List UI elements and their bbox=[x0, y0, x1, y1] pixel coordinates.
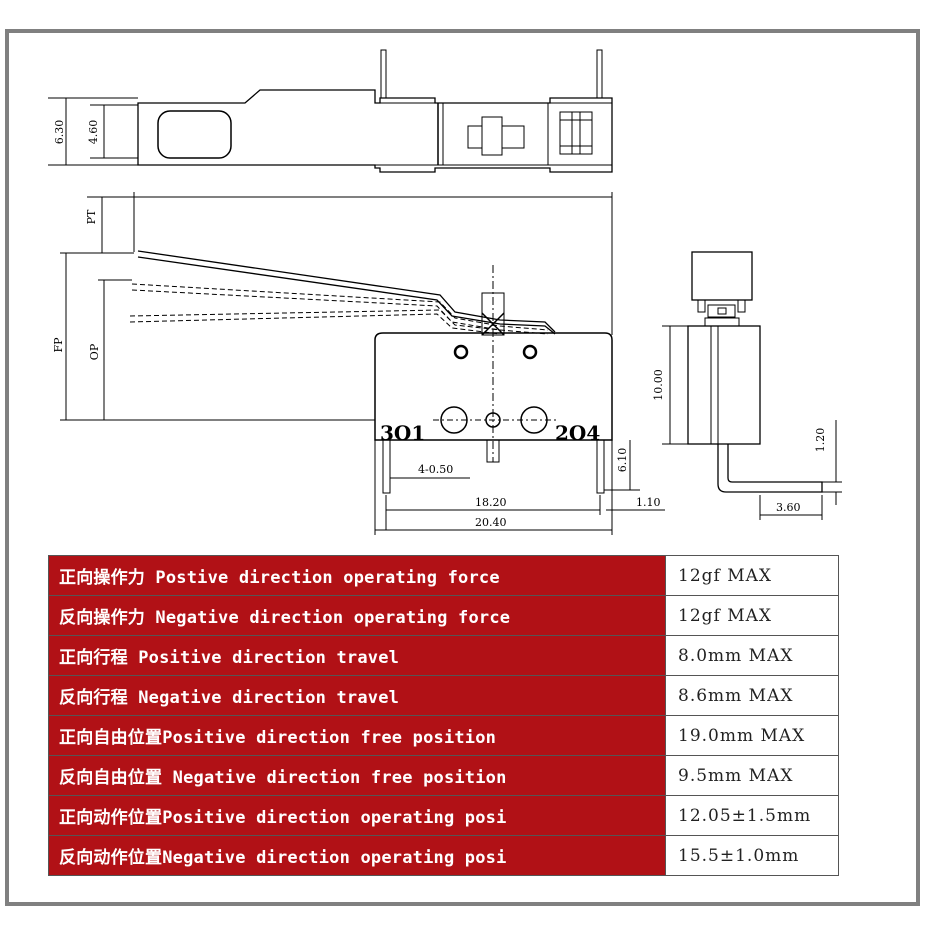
spec-value: 9.5mm MAX bbox=[665, 755, 839, 796]
dim-body-height: 10.00 bbox=[652, 369, 665, 401]
end-view bbox=[662, 251, 842, 520]
spec-label: 正向操作力 Postive direction operating force bbox=[48, 555, 666, 596]
spec-value: 12gf MAX bbox=[665, 595, 839, 636]
spec-label: 反向自由位置 Negative direction free position bbox=[48, 755, 666, 796]
spec-label: 正向自由位置Positive direction free position bbox=[48, 715, 666, 756]
spec-value: 12.05±1.5mm bbox=[665, 795, 839, 836]
spec-label: 反向操作力 Negative direction operating force bbox=[48, 595, 666, 636]
dim-bend-length: 3.60 bbox=[776, 501, 801, 514]
dim-bend-height: 1.20 bbox=[814, 428, 827, 453]
spec-value: 12gf MAX bbox=[665, 555, 839, 596]
end-dim-labels: 10.00 1.20 3.60 bbox=[652, 369, 827, 514]
technical-drawing: 6.30 4.60 bbox=[48, 49, 842, 535]
dim-pin-offset: 1.10 bbox=[636, 496, 661, 509]
spec-value: 19.0mm MAX bbox=[665, 715, 839, 756]
terminal-left-label: 3O1 bbox=[380, 421, 425, 445]
spec-label: 反向行程 Negative direction travel bbox=[48, 675, 666, 716]
spec-label: 反向动作位置Negative direction operating posi bbox=[48, 835, 666, 876]
dim-pin-spacing: 4-0.50 bbox=[418, 463, 453, 476]
top-view bbox=[48, 49, 613, 173]
spec-value: 8.0mm MAX bbox=[665, 635, 839, 676]
dim-6-30: 6.30 bbox=[53, 120, 66, 145]
spec-value: 15.5±1.0mm bbox=[665, 835, 839, 876]
dim-pt: PT bbox=[85, 209, 98, 224]
dim-op: OP bbox=[88, 343, 101, 360]
dim-fp: FP bbox=[52, 337, 65, 353]
dim-pitch: 18.20 bbox=[475, 496, 507, 509]
side-view bbox=[60, 192, 665, 535]
dim-overall-length: 20.40 bbox=[475, 516, 507, 529]
spec-label: 正向行程 Positive direction travel bbox=[48, 635, 666, 676]
spec-value: 8.6mm MAX bbox=[665, 675, 839, 716]
dim-pin-length: 6.10 bbox=[616, 448, 629, 473]
top-dim-labels: 6.30 4.60 bbox=[53, 120, 100, 145]
table-row: 反向操作力 Negative direction operating force… bbox=[48, 595, 839, 636]
spec-label: 正向动作位置Positive direction operating posi bbox=[48, 795, 666, 836]
terminal-right-label: 2O4 bbox=[555, 421, 600, 445]
dim-4-60: 4.60 bbox=[87, 120, 100, 145]
side-dim-labels: PT FP OP 3O1 2O4 4-0.50 6.10 1.10 18.20 … bbox=[52, 209, 661, 529]
